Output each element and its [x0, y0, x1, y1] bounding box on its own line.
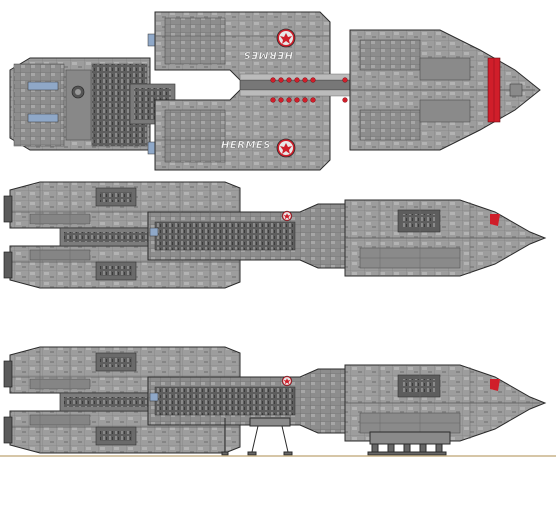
ship-name-top: HERMES — [243, 49, 293, 60]
top-view: HERMES HERMES — [9, 11, 541, 171]
ship-name-bottom: HERMES — [221, 140, 271, 151]
phoenix-emblem-icon — [276, 28, 296, 48]
side-view — [4, 182, 545, 288]
phoenix-emblem-icon — [276, 138, 296, 158]
side-view-landing-gear — [0, 347, 556, 457]
